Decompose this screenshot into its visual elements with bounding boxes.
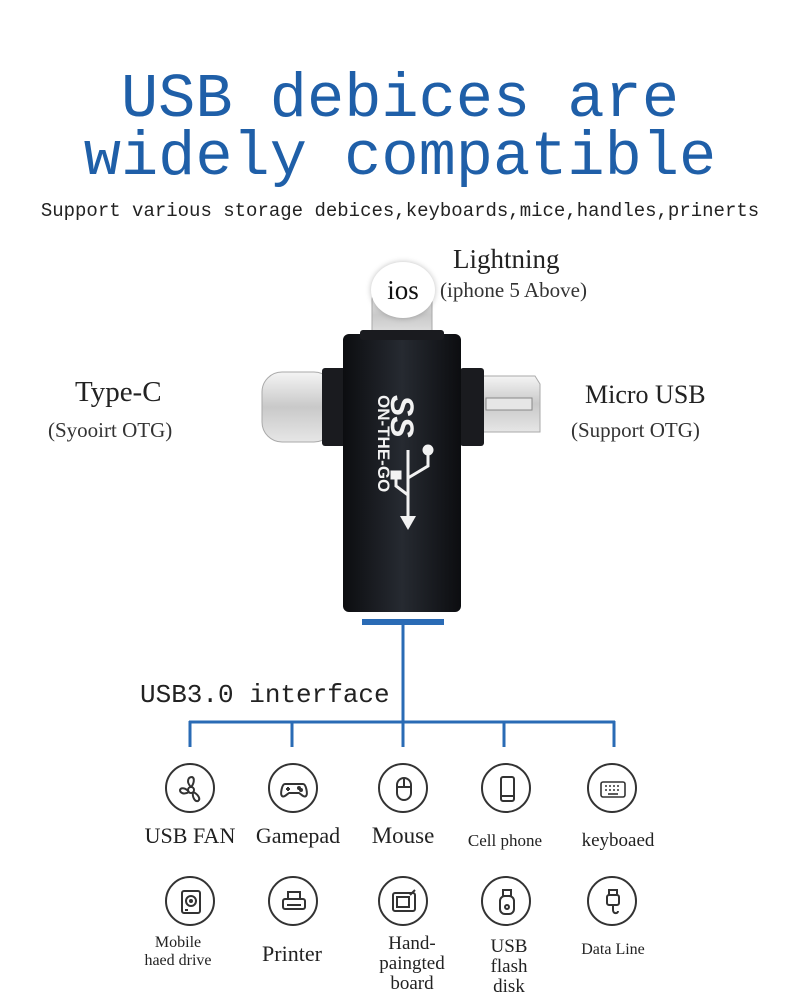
lightning-title: Lightning bbox=[453, 244, 560, 274]
device-label-usb-flash-disk: USB flash disk bbox=[464, 937, 554, 997]
device-label-printer: Printer bbox=[262, 941, 322, 966]
micro-usb-note: (Support OTG) bbox=[571, 418, 700, 442]
device-label-flash: flash bbox=[490, 956, 528, 977]
hard-drive-icon bbox=[165, 876, 215, 926]
connection-tree bbox=[188, 619, 616, 747]
device-label-paingted: paingted bbox=[379, 953, 445, 974]
type-c-note: (Syooirt OTG) bbox=[48, 418, 173, 442]
fan-icon bbox=[165, 763, 215, 813]
device-label-data-line: Data Line bbox=[581, 941, 645, 958]
ios-badge: ios bbox=[371, 262, 435, 318]
flash-disk-icon bbox=[481, 876, 531, 926]
usb3-interface-label: USB3.0 interface bbox=[140, 680, 390, 710]
gamepad-icon bbox=[268, 763, 318, 813]
device-label-cell-phone: Cell phone bbox=[467, 831, 543, 850]
device-label-gamepad: Gamepad bbox=[255, 823, 341, 848]
device-label-board: board bbox=[390, 973, 434, 994]
adapter-on-the-go-text: ON-THE-GO bbox=[374, 395, 393, 493]
lightning-note: (iphone 5 Above) bbox=[440, 278, 587, 302]
device-label-disk: disk bbox=[493, 976, 525, 997]
device-label-keyboard: keyboaed bbox=[581, 830, 655, 851]
drawing-board-icon bbox=[378, 876, 428, 926]
device-label-hand-painted-board: Hand- paingted board bbox=[360, 934, 464, 994]
micro-usb-title: Micro USB bbox=[585, 380, 706, 409]
device-label-usb: USB bbox=[490, 936, 528, 957]
otg-adapter-illustration bbox=[261, 289, 541, 612]
usb-trident-icon bbox=[390, 444, 434, 518]
headline-line-2: widely compatible bbox=[83, 122, 717, 193]
cell-phone-icon bbox=[481, 763, 531, 813]
adapter-body bbox=[343, 334, 461, 612]
device-label-mouse: Mouse bbox=[371, 823, 435, 848]
subtitle: Support various storage debices,keyboard… bbox=[40, 200, 760, 222]
device-label-mobile-hard-drive: Mobile haed drive bbox=[125, 934, 231, 970]
device-label-hand: Hand- bbox=[388, 933, 436, 954]
headline-line-1: USB debices are bbox=[120, 64, 680, 135]
mouse-icon bbox=[378, 763, 428, 813]
device-label-haed-drive: haed drive bbox=[144, 952, 212, 969]
type-c-title: Type-C bbox=[75, 376, 162, 408]
printer-icon bbox=[268, 876, 318, 926]
keyboard-icon bbox=[587, 763, 637, 813]
device-label-mobile: Mobile bbox=[154, 934, 202, 951]
device-label-usb-fan: USB FAN bbox=[144, 823, 236, 848]
data-line-icon bbox=[587, 876, 637, 926]
